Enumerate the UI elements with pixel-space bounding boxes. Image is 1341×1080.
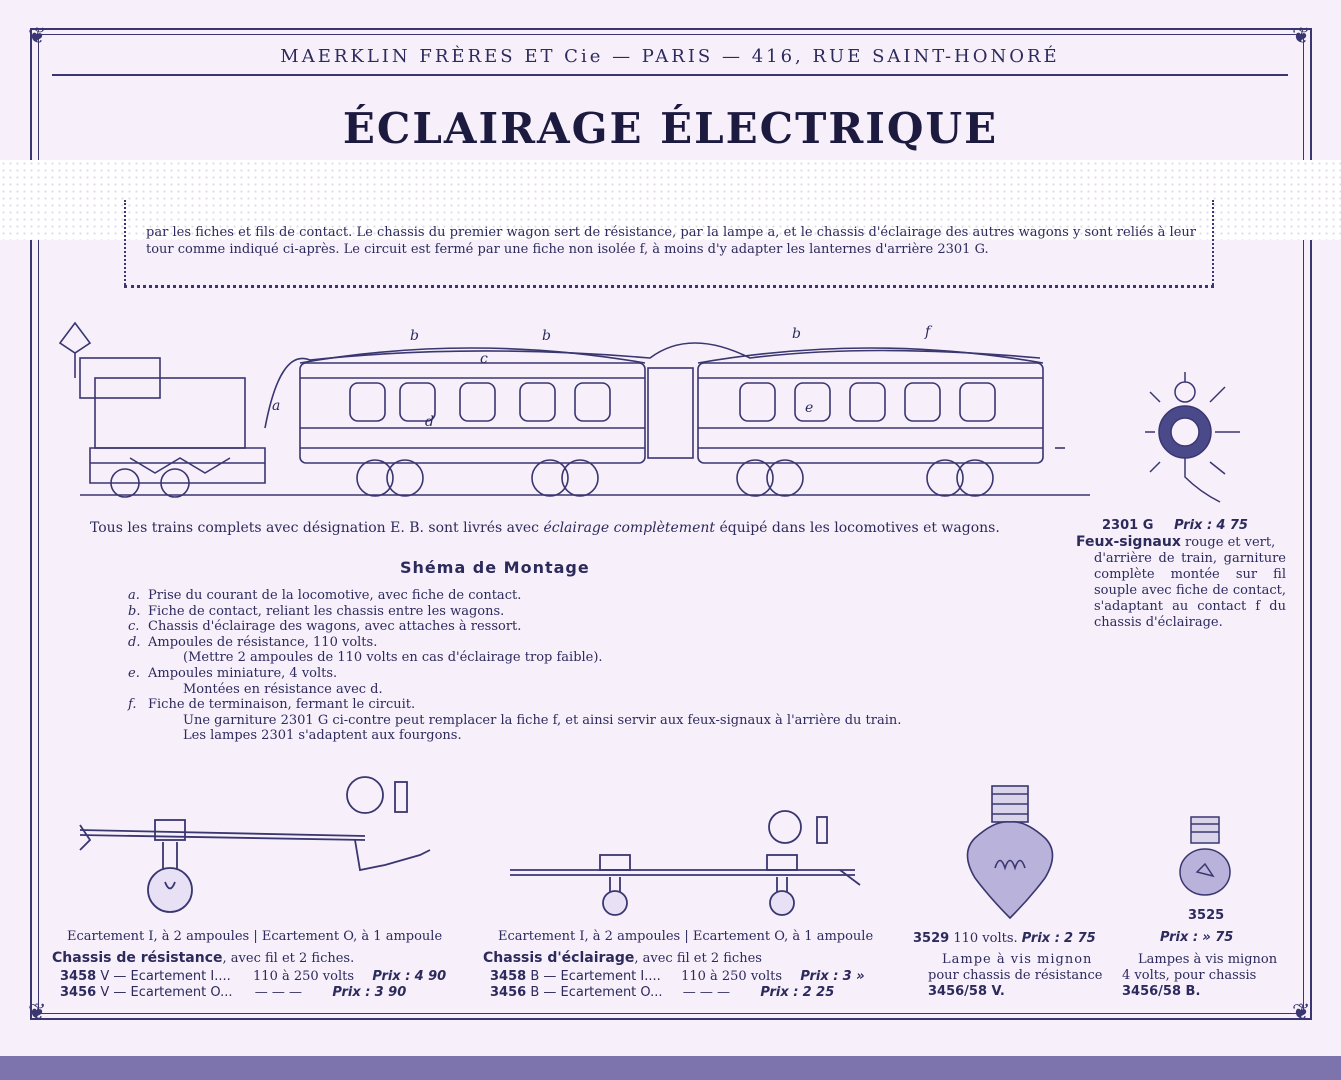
resistance-ecartement: Ecartement I, à 2 ampoules | Ecartement …	[67, 929, 443, 944]
intro-text: par les fiches et fils de contact. Le ch…	[146, 225, 1196, 257]
legend-item: e.Ampoules miniature, 4 volts.	[128, 665, 338, 681]
lamp-3529-line: 3456/58 V.	[928, 984, 1005, 999]
chassis-eclairage-illustration	[510, 810, 861, 916]
chassis-resistance-illustration	[79, 776, 431, 913]
legend-item: c.Chassis d'éclairage des wagons, avec a…	[128, 619, 522, 635]
intro-border	[124, 200, 1214, 288]
corner-ornament-icon: ❦	[1292, 24, 1311, 49]
legend-item: Une garniture 2301 G ci-contre peut remp…	[183, 712, 902, 728]
schema-title: Shéma de Montage	[400, 558, 590, 577]
train-label-f: f	[924, 324, 933, 340]
corner-ornament-icon: ❦	[28, 1000, 47, 1025]
corner-ornament-icon: ❦	[28, 24, 47, 49]
train-label-c: c	[480, 351, 488, 367]
legend-item: a.Prise du courant de la locomotive, ave…	[128, 588, 522, 603]
legend-item: (Mettre 2 ampoules de 110 volts en cas d…	[183, 650, 603, 666]
product-code: 2301 G	[1102, 518, 1154, 533]
legend-item: Montées en résistance avec d.	[183, 681, 383, 697]
train-illustration: a b b b c d e f	[58, 321, 1090, 498]
lamp-3525-line: Lampes à vis mignon	[1138, 952, 1278, 967]
page-header: MAERKLIN FRÈRES ET Cie — PARIS — 416, RU…	[52, 42, 1288, 76]
lamp-3525-illustration	[1179, 816, 1231, 896]
train-caption: Tous les trains complets avec désignatio…	[90, 520, 1000, 536]
legend-item: d.Ampoules de résistance, 110 volts.	[128, 634, 378, 650]
eclairage-row: 3458 B — Ecartement I.... 110 à 250 volt…	[490, 969, 865, 984]
resistance-row: 3458 V — Ecartement I.... 110 à 250 volt…	[60, 969, 447, 984]
lamp-3525-line: 3456/58 B.	[1122, 984, 1201, 999]
lamp-3525-line: 4 volts, pour chassis	[1122, 968, 1257, 983]
resistance-title: Chassis de résistance, avec fil et 2 fic…	[52, 950, 355, 966]
train-label-a: a	[272, 398, 280, 414]
lamp-3525-price: Prix : » 75	[1160, 930, 1234, 945]
corner-ornament-icon: ❦	[1292, 1000, 1311, 1025]
resistance-row: 3456 V — Ecartement O... — — — Prix : 3 …	[60, 985, 407, 1000]
lamp-3529-line: Lampe à vis mignon	[942, 952, 1093, 967]
page-frame-inner	[38, 34, 1304, 1014]
product-description: d'arrière de train, garniture complète m…	[1094, 551, 1286, 630]
product-name: Feux-signaux	[1076, 534, 1181, 550]
dotted-band	[0, 160, 1341, 240]
legend-item: f.Fiche de terminaison, fermant le circu…	[128, 697, 416, 713]
train-label-b: b	[542, 328, 551, 344]
train-label-e: e	[805, 400, 813, 416]
legend-item: Les lampes 2301 s'adaptent aux fourgons.	[183, 728, 462, 744]
train-label-b: b	[792, 326, 801, 342]
lamp-3529-illustration	[966, 785, 1054, 920]
lamp-3529-header: 3529 110 volts. Prix : 2 75	[913, 931, 1096, 946]
price: 4 75	[1216, 518, 1248, 533]
feux-signaux-block: 2301 G Prix : 4 75 Feux-signaux rouge et…	[1076, 518, 1286, 630]
schema-legend: a.Prise du courant de la locomotive, ave…	[128, 588, 901, 744]
lamp-3525-code: 3525	[1188, 908, 1225, 923]
price-label: Prix :	[1174, 518, 1213, 533]
train-label-d: d	[425, 414, 434, 430]
page-title: ÉCLAIRAGE ÉLECTRIQUE	[342, 104, 999, 153]
train-label-b: b	[410, 328, 419, 344]
signal-lamp-illustration	[1145, 372, 1240, 503]
eclairage-row: 3456 B — Ecartement O... — — — Prix : 2 …	[490, 985, 835, 1000]
bottom-band	[0, 1056, 1341, 1080]
lamp-3529-line: pour chassis de résistance	[928, 968, 1103, 983]
eclairage-title: Chassis d'éclairage, avec fil et 2 fiche…	[483, 950, 762, 966]
page-frame	[30, 28, 1312, 1020]
eclairage-ecartement: Ecartement I, à 2 ampoules | Ecartement …	[498, 929, 874, 944]
legend-item: b.Fiche de contact, reliant les chassis …	[128, 603, 505, 619]
